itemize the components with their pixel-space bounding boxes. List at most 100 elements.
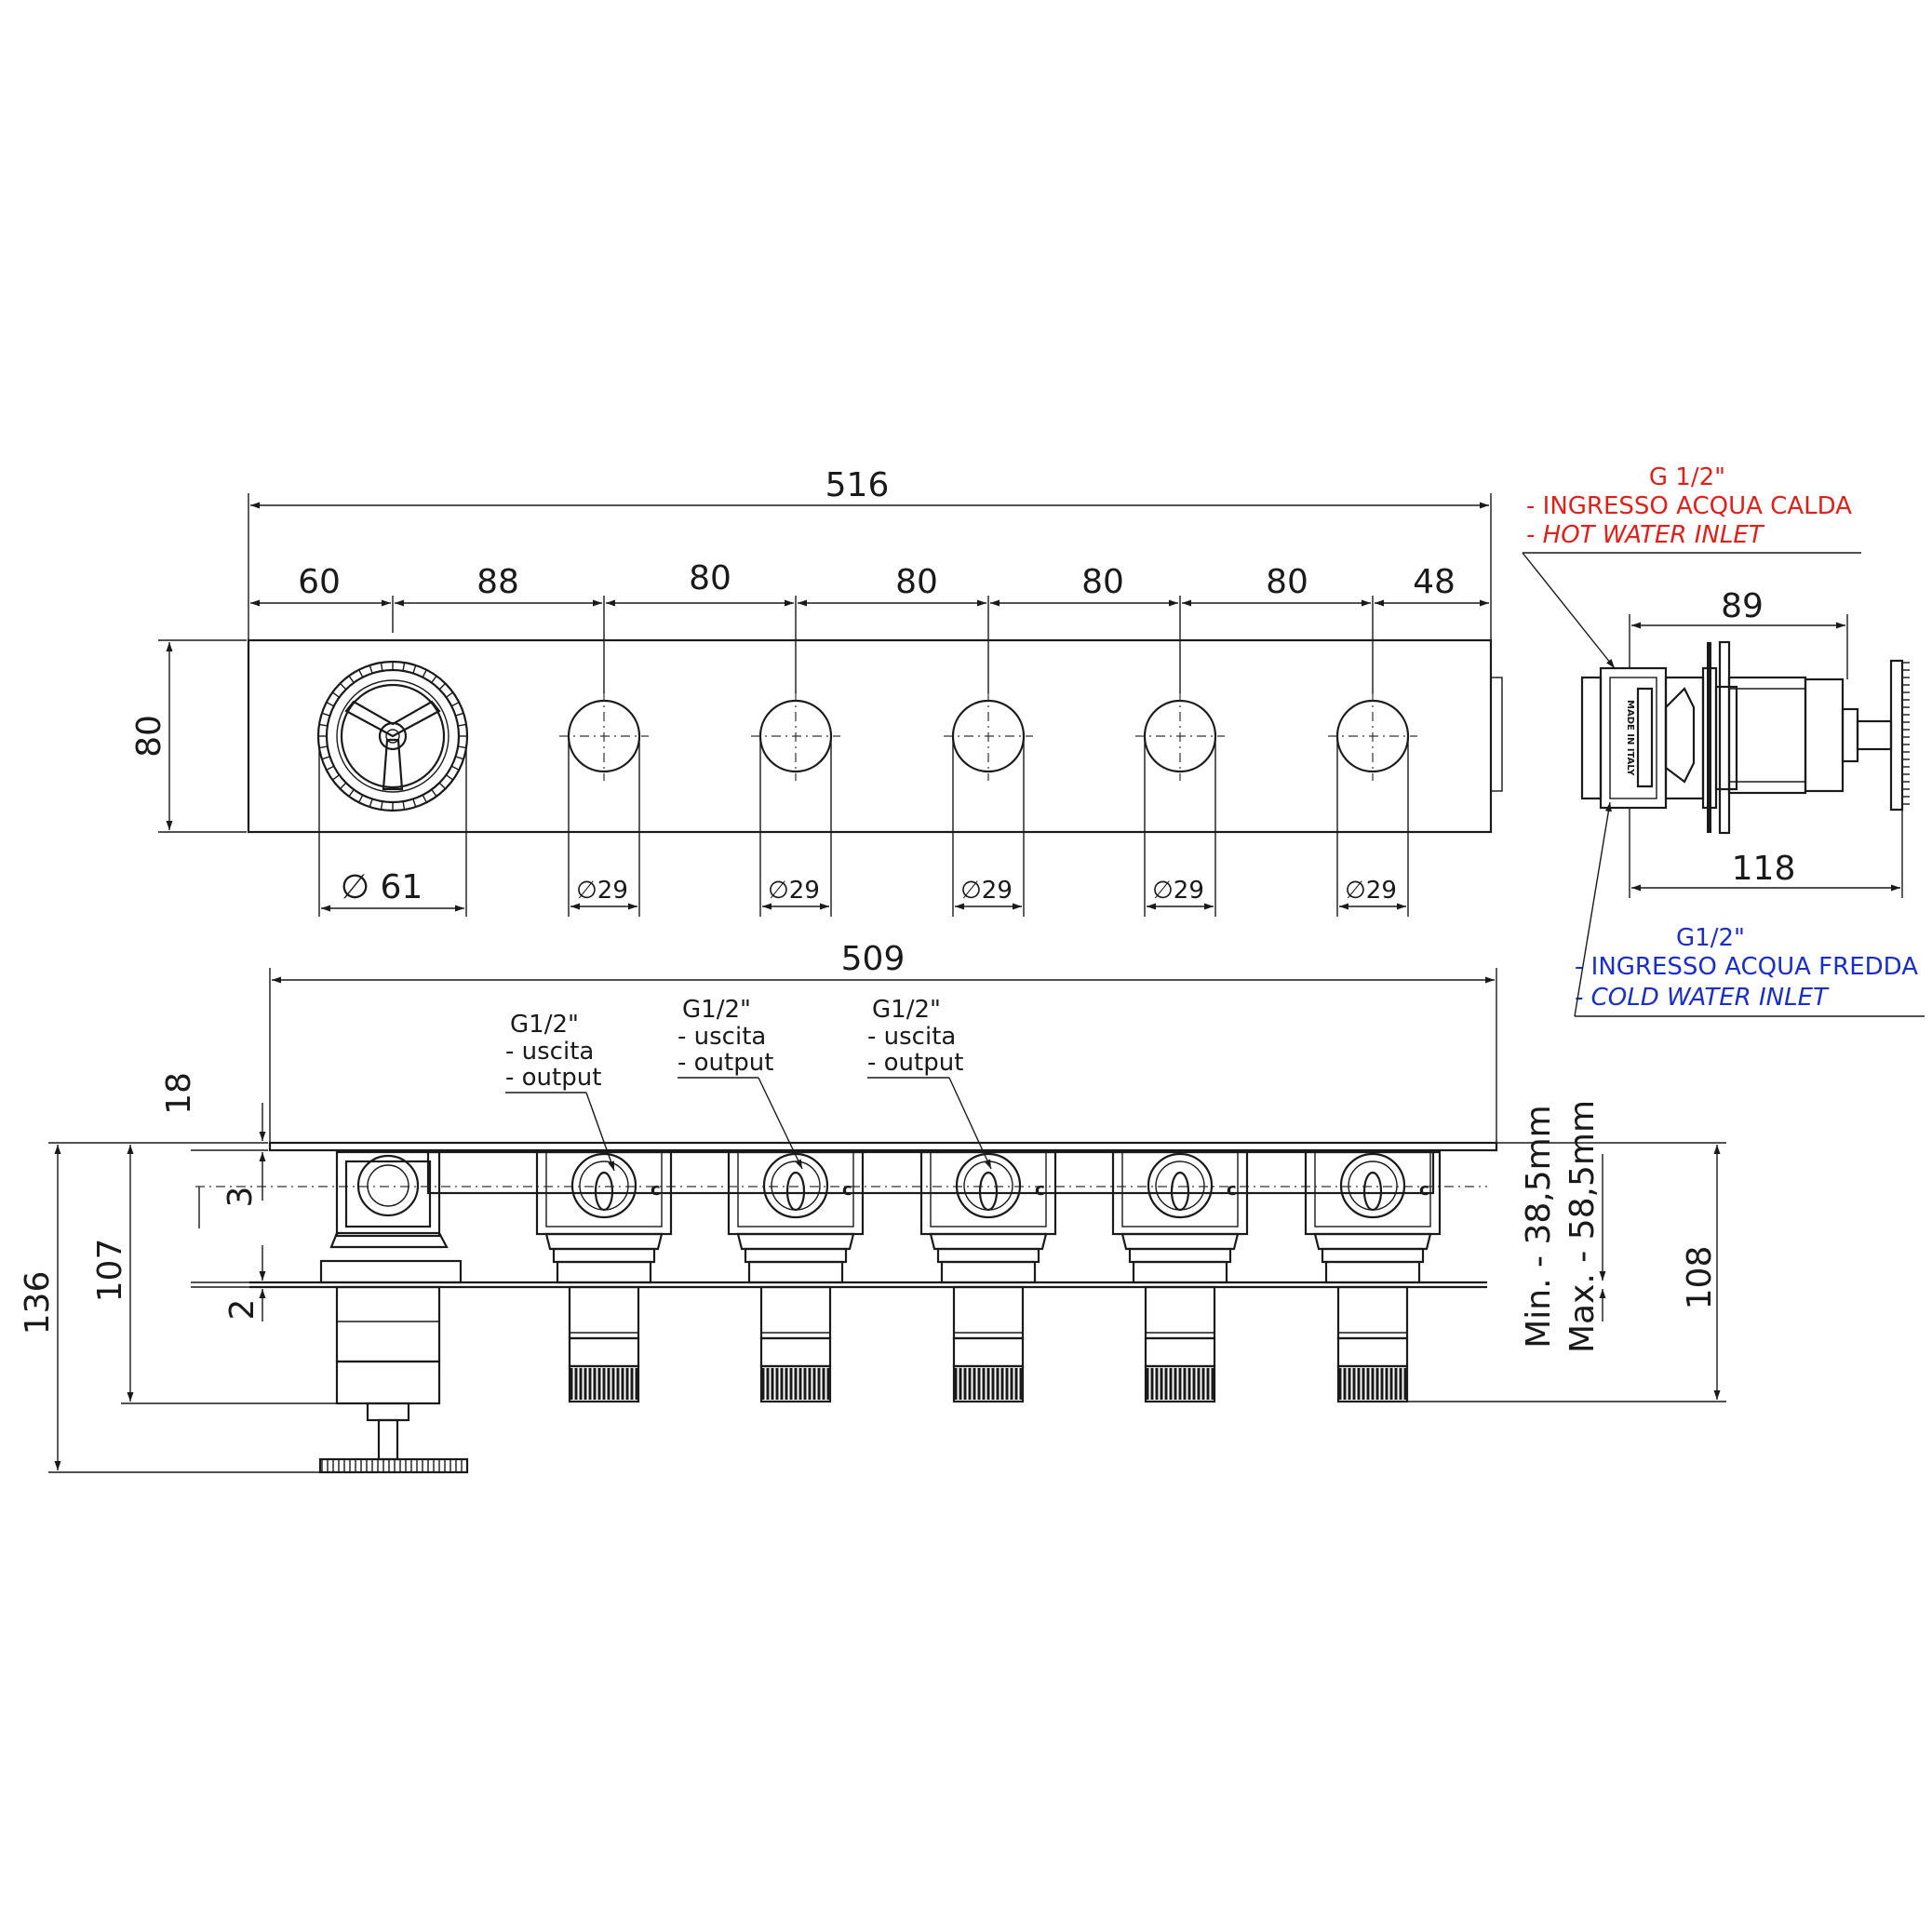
knob-tooth [369, 798, 373, 808]
valve-sleeve [1132, 1260, 1228, 1284]
output-3-en: - output [867, 1049, 963, 1077]
knob-tooth [422, 669, 427, 678]
knob-tooth [446, 774, 454, 781]
knob-tooth [369, 664, 373, 674]
valve-spindle [978, 1171, 999, 1212]
min-depth-label: Min. - 38,5mm [1520, 1105, 1558, 1348]
knob-tooth [431, 675, 437, 683]
valve-stem [1144, 1285, 1216, 1340]
valve-port-inner [1155, 1161, 1205, 1211]
output-1-it: - uscita [505, 1038, 594, 1066]
output-3-size: G1/2" [872, 996, 941, 1024]
knob-tooth [339, 682, 347, 691]
knob-tooth [331, 774, 340, 781]
main-knob [316, 660, 469, 812]
knob-tooth [446, 691, 454, 698]
dim-button-diameter-3: ∅29 [960, 877, 1013, 905]
dim-spacing-88: 88 [476, 563, 519, 601]
knob-tooth [458, 723, 467, 727]
knob-tooth [339, 782, 347, 790]
valve-collar [936, 1247, 1040, 1264]
knob-tooth [402, 801, 406, 811]
diverter-button-4 [1135, 691, 1225, 781]
valve-knurl-box [1336, 1364, 1409, 1403]
hot-inlet-label-en: - HOT WATER INLET [1526, 521, 1765, 549]
knob-tooth [321, 756, 330, 760]
knob-tooth [412, 798, 417, 808]
made-in-italy-stamp: MADE IN ITALY [1625, 700, 1635, 776]
output-1-en: - output [505, 1064, 601, 1092]
output-callout-1: G1/2" - uscita - output [505, 1011, 615, 1172]
valve-base [1120, 1232, 1240, 1251]
dim-spacing-60: 60 [298, 563, 341, 601]
valve-stem-lower [1144, 1336, 1216, 1368]
valve-knurl-box [568, 1364, 640, 1403]
valve-cold-mark: c [1419, 1180, 1429, 1200]
knob-tooth [450, 702, 460, 707]
diverter-valve-5: c [1304, 1150, 1442, 1403]
output-2-en: - output [678, 1049, 773, 1077]
diverter-button-2 [751, 691, 840, 781]
valve-collar [1128, 1247, 1232, 1264]
knob-tooth [331, 691, 340, 698]
valve-sleeve [1324, 1260, 1421, 1284]
valve-inner [545, 1151, 663, 1228]
valve-knurl-box [1144, 1364, 1216, 1403]
dim-107-label: 107 [91, 1239, 129, 1303]
knob-tooth [326, 765, 335, 771]
valve-inner [737, 1151, 854, 1228]
dim-knob-diameter: ∅ 61 [341, 868, 423, 906]
knob-tooth [455, 712, 464, 717]
diverter-valve-2: c [727, 1150, 865, 1403]
valve-base [1313, 1232, 1432, 1251]
section-right-dims: 108 Min. - 38,5mm Max. - 58,5mm [1407, 1100, 1726, 1402]
diverter-valve-1: c [535, 1150, 673, 1403]
valve-spindle [1362, 1171, 1383, 1212]
valve-spindle [785, 1171, 806, 1212]
cold-inlet-label-en: - COLD WATER INLET [1575, 984, 1830, 1012]
front-view: 516 60 88 80 80 80 80 48 80 [130, 466, 1503, 917]
dim-diameters: ∅ 61 ∅29∅29∅29∅29∅29 [318, 736, 1409, 917]
diverter-buttons [559, 691, 1417, 781]
valve-stem [952, 1285, 1025, 1340]
valve-collar [552, 1247, 656, 1264]
knob-tooth [326, 702, 335, 707]
dim-108-label: 108 [1681, 1246, 1719, 1310]
cover-plate [247, 638, 1493, 834]
valve-port-inner [963, 1161, 1013, 1211]
knob-tooth [380, 662, 383, 671]
valve-sleeve [747, 1260, 844, 1284]
output-3-it: - uscita [867, 1023, 956, 1051]
cold-inlet-label-it: - INGRESSO ACQUA FREDDA [1575, 953, 1918, 981]
valve-sleeve [556, 1260, 652, 1284]
dim-18-label: 18 [160, 1072, 198, 1115]
hot-inlet-callout: G 1/2" - INGRESSO ACQUA CALDA - HOT WATE… [1522, 463, 1861, 669]
dim-overall-516: 516 [250, 466, 1489, 509]
knob-tooth [438, 682, 447, 691]
dim-516-label: 516 [825, 466, 890, 504]
valve-knurl-box [759, 1364, 832, 1403]
dim-height-80: 80 [130, 639, 247, 833]
knob-tooth [455, 756, 464, 760]
cold-inlet-callout: G1/2" - INGRESSO ACQUA FREDDA - COLD WAT… [1574, 801, 1925, 1017]
hot-inlet-label-it: - INGRESSO ACQUA CALDA [1526, 492, 1852, 520]
knob-tooth [412, 664, 417, 674]
dim-button-diameter-4: ∅29 [1152, 877, 1204, 905]
valve-spindle [594, 1171, 614, 1212]
valve-port-outer [1147, 1152, 1214, 1219]
knob-tooth [318, 723, 328, 727]
dim-section-509: 509 [841, 940, 906, 978]
dim-spacing-80-a: 80 [689, 559, 731, 597]
hot-inlet-size: G 1/2" [1649, 463, 1725, 491]
knob-tooth [321, 712, 330, 717]
section-left-dims: 18 3 2 107 136 [19, 1072, 337, 1473]
valve-stem-lower [952, 1336, 1025, 1368]
valve-stem [1336, 1285, 1409, 1340]
valve-stem-lower [568, 1336, 640, 1368]
dim-136-label: 136 [19, 1271, 57, 1335]
dim-80-label: 80 [130, 715, 168, 758]
valve-stem [568, 1285, 640, 1340]
diverter-button-5 [1328, 691, 1417, 781]
valve-cold-mark: c [842, 1180, 852, 1200]
